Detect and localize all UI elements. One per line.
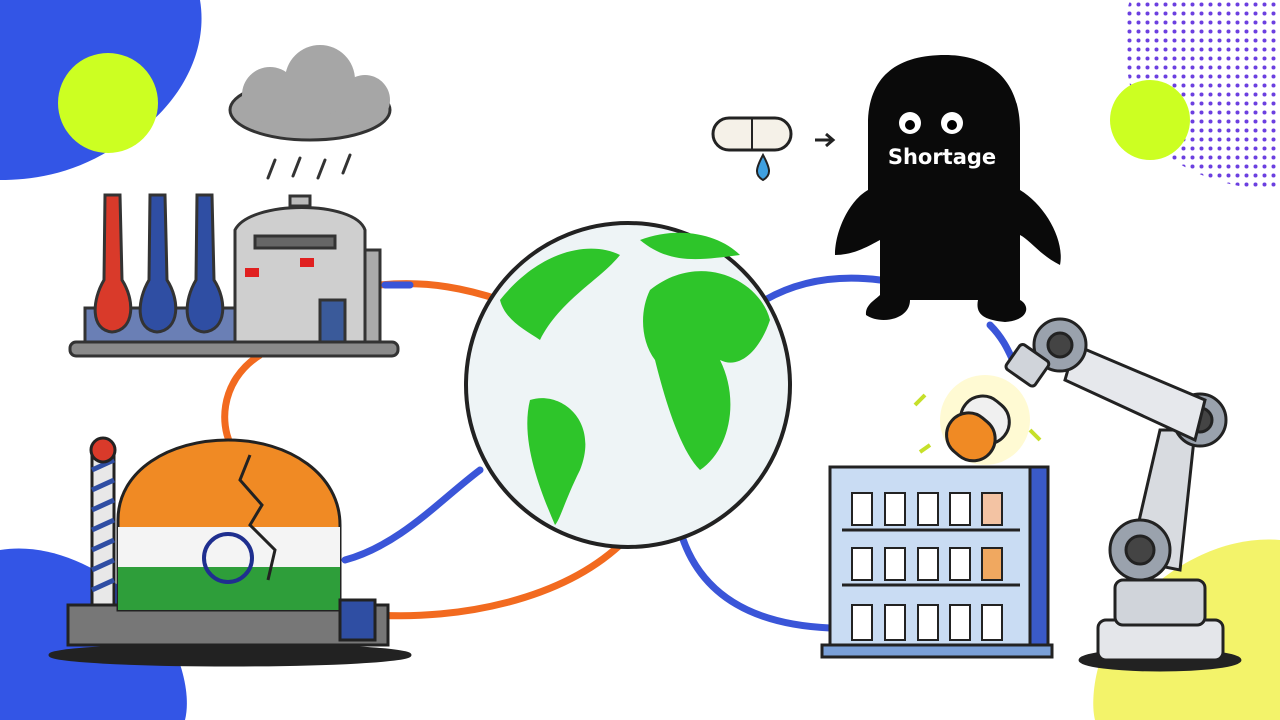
- orange-pipe: [371, 541, 624, 620]
- robot-arm-icon: [1004, 317, 1242, 672]
- india-dome-icon: [48, 436, 412, 667]
- ashoka-chakra: [202, 532, 254, 584]
- lime-blob-top-right: [1110, 80, 1190, 160]
- blue-pipe: [676, 526, 834, 632]
- shortage-label: Shortage: [888, 145, 996, 169]
- lime-blob-top-left: [58, 53, 158, 153]
- arrow-right-icon: [815, 132, 836, 148]
- shortage-monster-icon: Shortage: [835, 55, 1061, 322]
- rain-icon: [266, 153, 352, 180]
- blue-pipe: [761, 274, 884, 304]
- pill-icon: [711, 116, 793, 182]
- connecting-pipes: [221, 274, 1019, 632]
- blue-pipe: [341, 466, 484, 564]
- globe-icon: [464, 221, 792, 549]
- drop-icon: [756, 152, 770, 182]
- medicine-shelf-icon: [820, 465, 1054, 659]
- cloud-icon: [228, 45, 392, 142]
- factory-icon: [68, 193, 400, 358]
- capsule-icon: [913, 375, 1042, 465]
